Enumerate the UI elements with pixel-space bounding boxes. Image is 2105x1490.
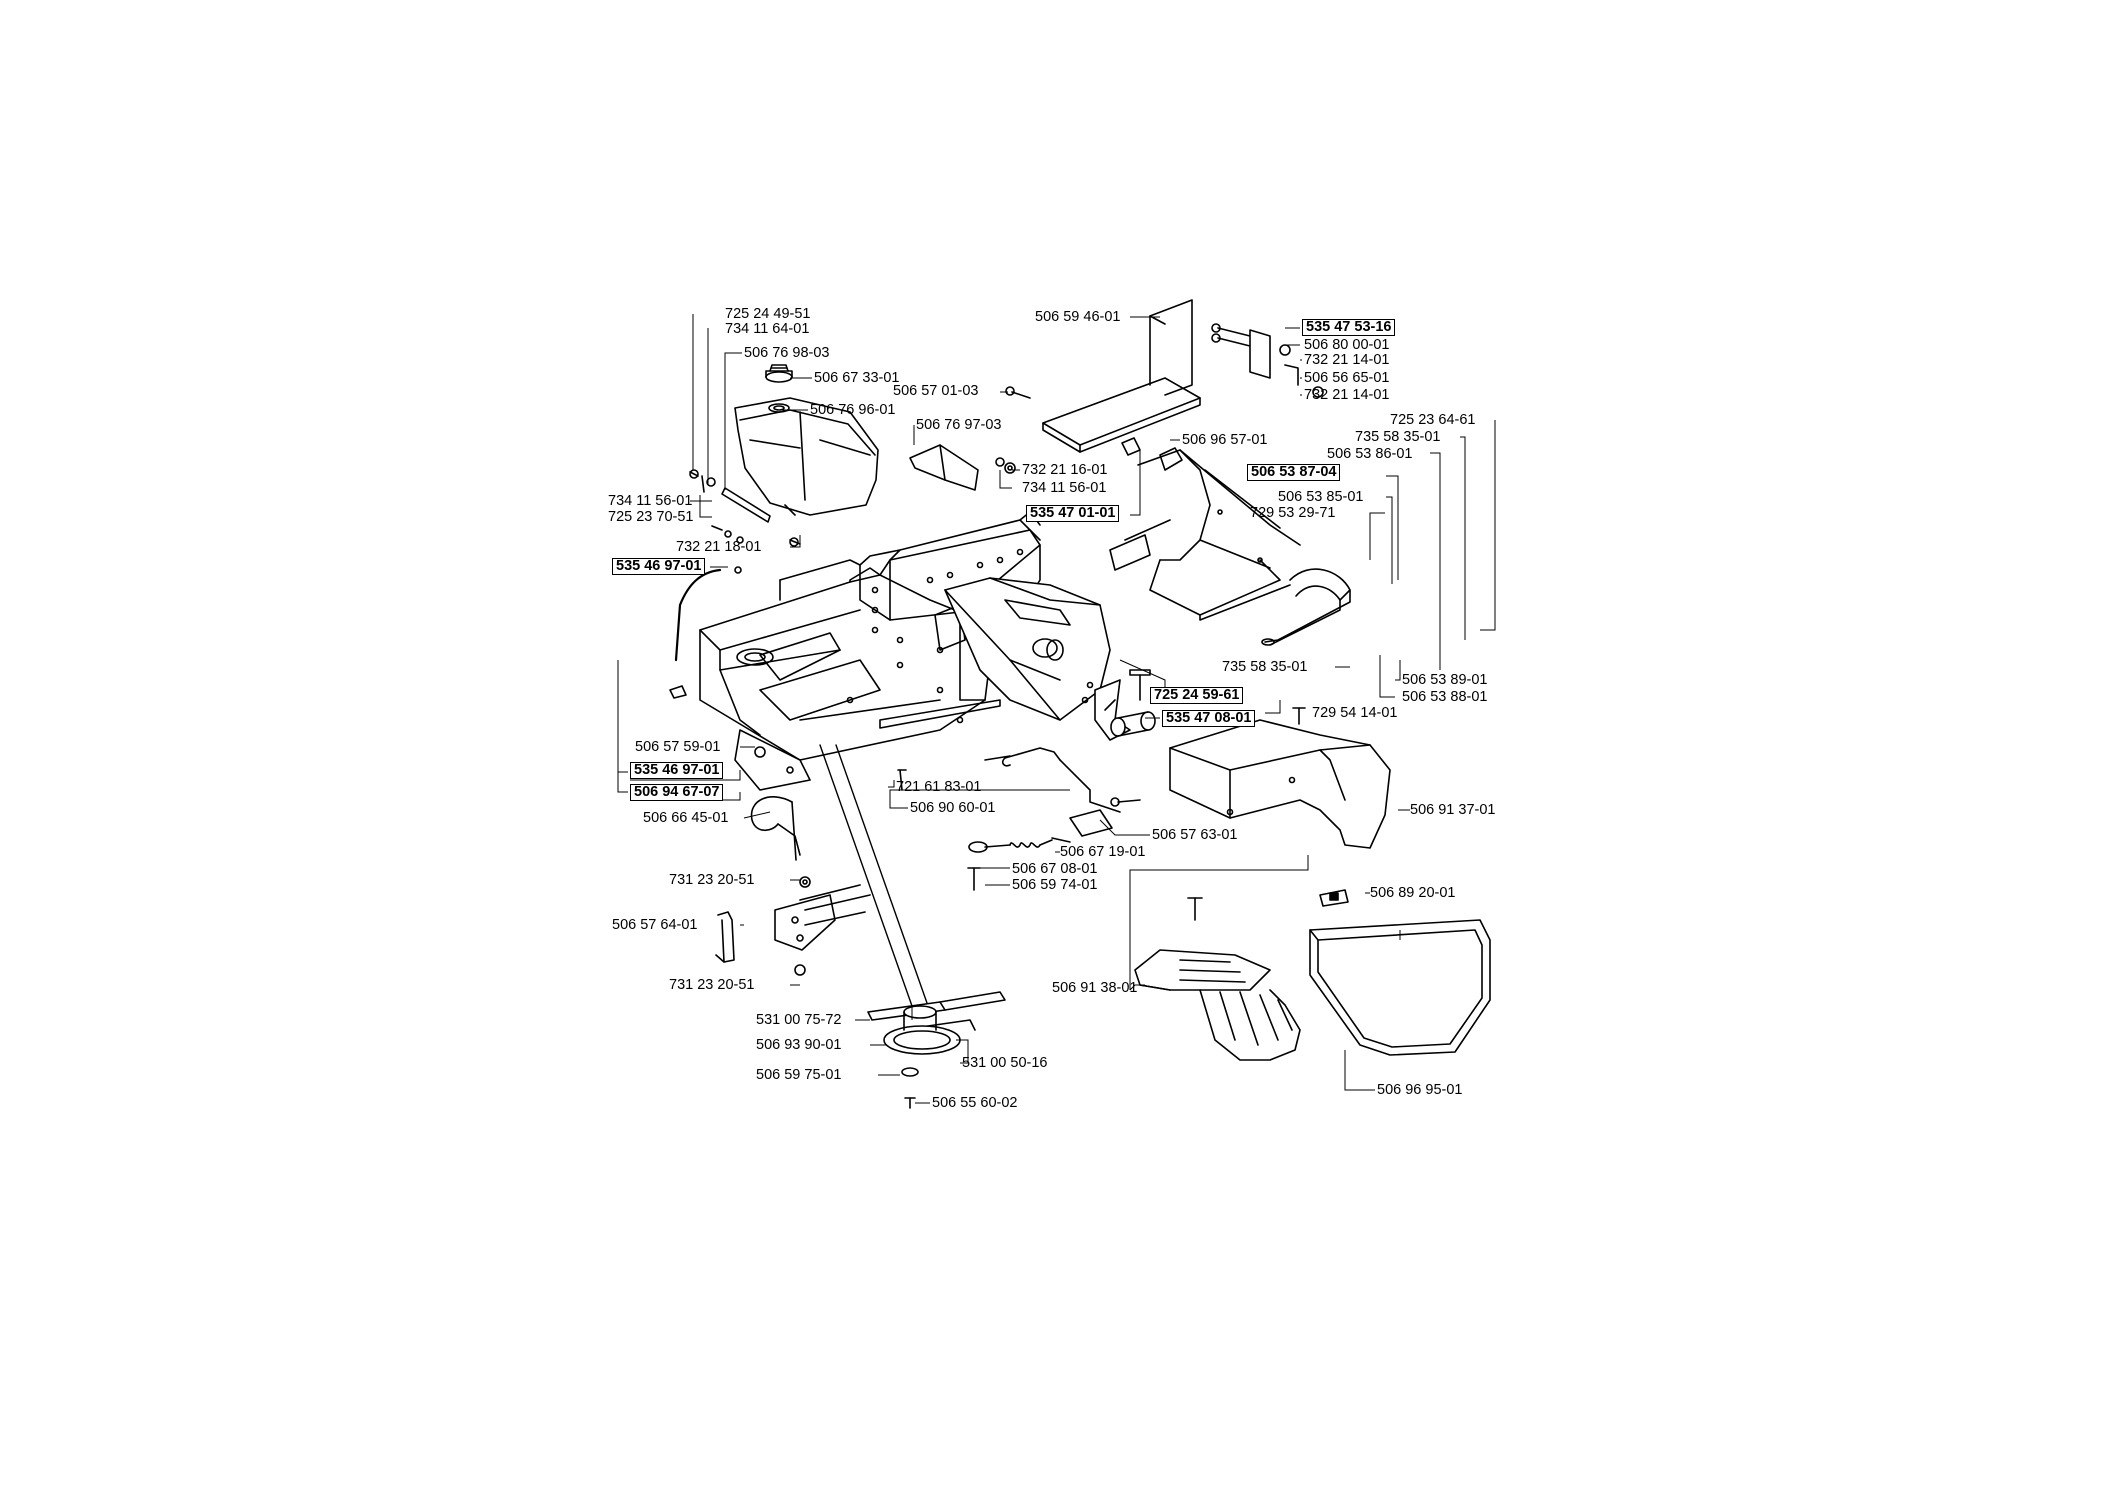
tank-bracket (909, 444, 1016, 491)
part-label: 506 80 00-01 (1304, 337, 1390, 353)
part-label: 506 57 63-01 (1152, 827, 1238, 843)
part-label: 506 55 60-02 (932, 1095, 1018, 1111)
leader-lines (617, 314, 1496, 1104)
drive-belt (819, 744, 928, 1007)
part-label: 506 67 19-01 (1060, 844, 1146, 860)
part-label: 732 21 14-01 (1304, 352, 1390, 368)
part-label: 725 23 64-61 (1390, 412, 1476, 428)
part-label: 735 58 35-01 (1355, 429, 1441, 445)
support-pin (750, 796, 801, 861)
part-label: 506 90 60-01 (910, 800, 996, 816)
part-label: 506 59 46-01 (1035, 309, 1121, 325)
part-label: 535 46 97-01 (612, 558, 706, 575)
part-label: 731 23 20-51 (669, 977, 755, 993)
part-label: 506 53 86-01 (1327, 446, 1413, 462)
part-label: 506 76 97-03 (916, 417, 1002, 433)
spring-linkage (897, 747, 1121, 891)
part-label: 506 76 96-01 (810, 402, 896, 418)
part-label: 729 53 29-71 (1250, 505, 1336, 521)
part-label: 506 89 20-01 (1370, 885, 1456, 901)
part-label: 732 21 16-01 (1022, 462, 1108, 478)
tank-strap (689, 469, 801, 547)
part-label: 506 96 95-01 (1377, 1082, 1463, 1098)
seat-plate (1005, 299, 1201, 453)
rear-frame (1109, 437, 1351, 646)
part-label: 721 61 83-01 (896, 779, 982, 795)
part-label: 734 11 64-01 (725, 321, 810, 337)
part-label: 535 47 08-01 (1162, 710, 1256, 727)
part-label: 725 23 70-51 (608, 509, 694, 525)
part-label: 725 24 59-61 (1150, 687, 1244, 704)
part-label: 506 53 88-01 (1402, 689, 1488, 705)
part-label: 506 66 45-01 (643, 810, 729, 826)
part-label: 506 53 87-04 (1247, 464, 1341, 481)
part-label: 725 24 49-51 (725, 306, 811, 322)
part-label: 506 91 38-01 (1052, 980, 1138, 996)
lower-bracket (715, 876, 871, 976)
part-label: 531 00 75-72 (756, 1012, 842, 1028)
part-label: 506 67 08-01 (1012, 861, 1098, 877)
part-label: 732 21 18-01 (676, 539, 762, 555)
part-label: 535 46 97-01 (630, 762, 724, 779)
part-label: 506 76 98-03 (744, 345, 830, 361)
discharge-chute (1134, 897, 1301, 1061)
part-label: 535 47 53-16 (1302, 319, 1396, 336)
part-label: 506 53 85-01 (1278, 489, 1364, 505)
part-label: 506 59 75-01 (756, 1067, 842, 1083)
fastener-cluster (1211, 323, 1324, 398)
fuel-tank (734, 397, 879, 516)
part-label: 506 53 89-01 (1402, 672, 1488, 688)
part-label: 506 91 37-01 (1410, 802, 1496, 818)
part-label: 506 57 01-03 (893, 383, 979, 399)
part-label: 506 59 74-01 (1012, 877, 1098, 893)
part-label: 506 56 65-01 (1304, 370, 1390, 386)
part-label: 506 67 33-01 (814, 370, 900, 386)
part-label: 531 00 50-16 (962, 1055, 1048, 1071)
part-label: 734 11 56-01 (608, 493, 693, 509)
fuel-line (669, 566, 742, 699)
part-label: 506 96 57-01 (1182, 432, 1268, 448)
part-label: 506 57 59-01 (635, 739, 721, 755)
part-label: 734 11 56-01 (1022, 480, 1107, 496)
bolt-vertical (1129, 669, 1151, 701)
screw-vertical (1292, 707, 1306, 725)
part-label: 731 23 20-51 (669, 872, 755, 888)
fuel-cap (765, 364, 793, 413)
part-label: 506 94 67-07 (630, 784, 724, 801)
side-panel (1309, 889, 1491, 1056)
center-housing (944, 577, 1156, 741)
part-label: 729 54 14-01 (1312, 705, 1398, 721)
part-label: 535 47 01-01 (1026, 505, 1120, 522)
part-label: 506 93 90-01 (756, 1037, 842, 1053)
part-label: 732 21 14-01 (1304, 387, 1390, 403)
part-label: 735 58 35-01 (1222, 659, 1308, 675)
part-label: 506 57 64-01 (612, 917, 698, 933)
pulley-assembly (867, 991, 1006, 1109)
chain-guard (1110, 719, 1391, 849)
